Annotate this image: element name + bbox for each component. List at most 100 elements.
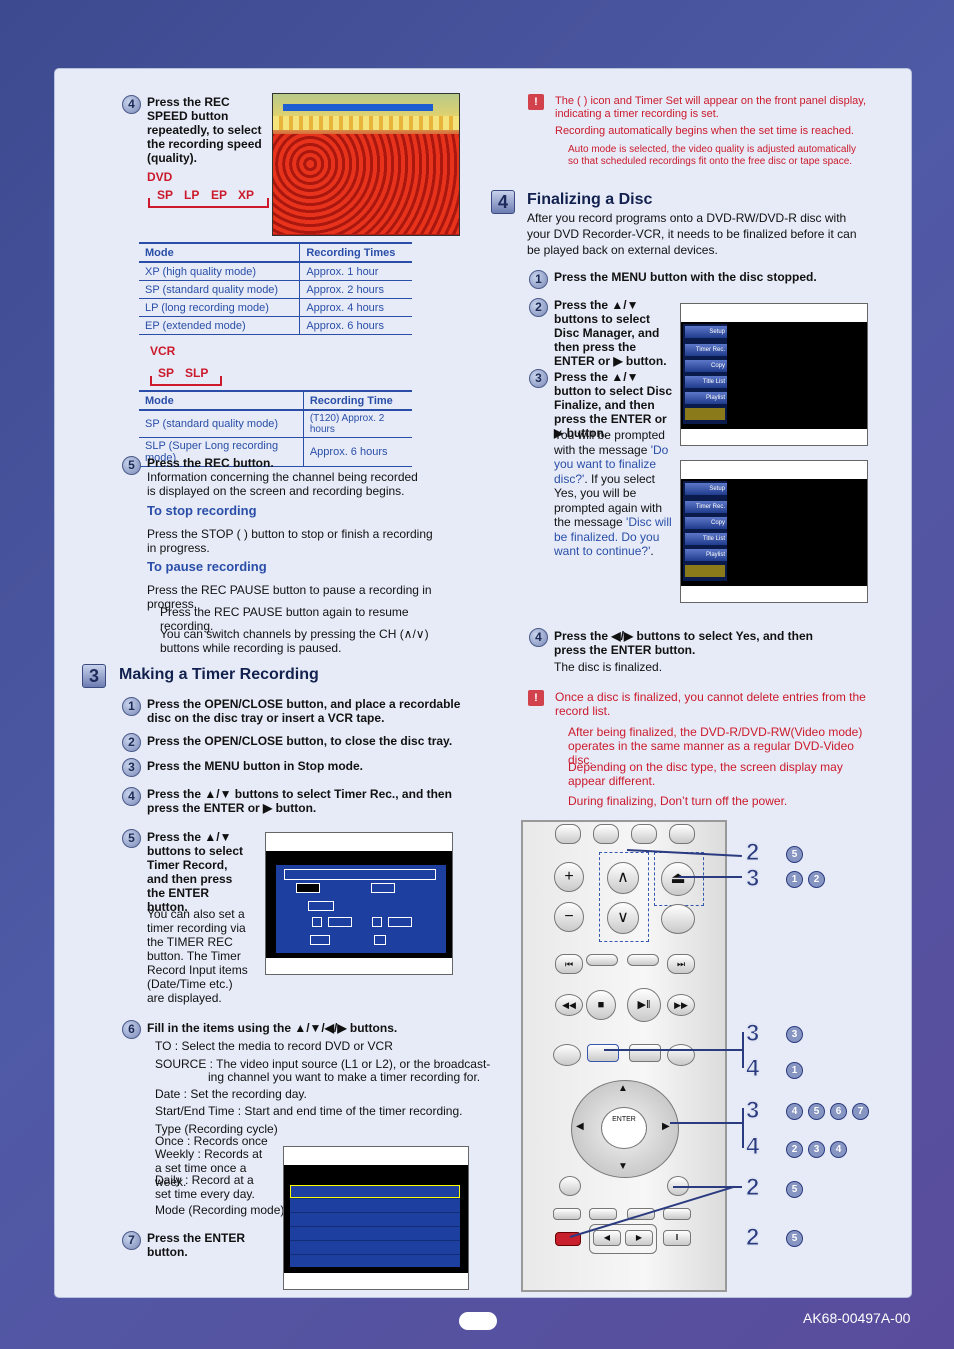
note-timer-icon: The ( ) icon and Timer Set will appear o… [555, 95, 867, 120]
step-number: 1 [122, 697, 141, 716]
finalize-intro: After you record programs onto a DVD-RW/… [527, 211, 857, 257]
callout-step: 4 [786, 1103, 803, 1120]
timer-item-mode: Mode (Recording mode) [155, 1203, 285, 1217]
timer-step-5-body: You can also set a timer recording via t… [147, 907, 248, 1005]
screen-header [284, 1147, 468, 1165]
callout-step: 5 [808, 1103, 825, 1120]
step-number: 5 [122, 456, 141, 475]
remote-button [629, 1044, 661, 1062]
tulip-field-image [272, 93, 460, 236]
form-field [374, 935, 386, 945]
callout-step: 5 [786, 1230, 803, 1247]
table-row: XP (high quality mode)Approx. 1 hour [139, 262, 412, 281]
timer-form [276, 865, 446, 953]
dvd-mode-sp: SP [157, 188, 174, 202]
callout-step: 5 [786, 846, 803, 863]
table-header: Recording Times [299, 242, 412, 263]
menu-item: Playlist [685, 549, 727, 561]
timer-item-source: SOURCE : The video input source (L1 or L… [155, 1057, 491, 1071]
remote-button [553, 1208, 581, 1220]
finalize-note-1: Once a disc is finalized, you cannot del… [555, 690, 866, 718]
timer-step-3: Press the MENU button in Stop mode. [147, 759, 364, 773]
form-field [310, 935, 330, 945]
channel-down-button: ∨ [607, 902, 639, 934]
remote-button [661, 904, 695, 934]
finalize-note-2: After being finalized, the DVD-R/DVD-RW(… [568, 725, 863, 767]
disc-manager-screen-1: Setup Timer Rec. Copy Title List Playlis… [680, 303, 868, 446]
callout-section: 4 [745, 1055, 760, 1083]
callout-section: 3 [745, 1020, 760, 1048]
fast-forward-button: ▶▶ [667, 994, 695, 1016]
note-auto-mode: Auto mode is selected, the video quality… [568, 144, 856, 167]
form-field [388, 917, 412, 927]
table-header: Recording Time [303, 390, 412, 411]
step-number: 5 [122, 829, 141, 848]
callout-step: 6 [830, 1103, 847, 1120]
step-number: 4 [122, 95, 141, 114]
screen-header [681, 304, 867, 322]
menu-item: Playlist [685, 392, 727, 404]
callout-step: 2 [786, 1141, 803, 1158]
selected-row [290, 1185, 460, 1198]
section-number: 4 [491, 190, 515, 214]
remote-button [669, 824, 695, 844]
callout-section: 2 [745, 1224, 760, 1252]
timer-type-daily: Daily : Record at a set time every day. [155, 1173, 255, 1201]
note-icon: ! [528, 94, 544, 110]
callout-step: 3 [808, 1141, 825, 1158]
pause-line-2: Press the REC PAUSE button again to resu… [160, 605, 409, 633]
menu-sidebar: Setup Timer Rec. Copy Title List Playlis… [683, 481, 727, 581]
dvd-mode-lp: LP [184, 188, 200, 202]
pause-heading: To pause recording [147, 559, 267, 574]
timer-step-2: Press the OPEN/CLOSE button, to close th… [147, 734, 453, 748]
timer-step-4: Press the ▲/▼ buttons to select Timer Re… [147, 787, 452, 815]
document-code: AK68-00497A-00 [803, 1310, 911, 1326]
timer-record-screen [265, 832, 453, 975]
play-pause-button: ▶‖ [627, 988, 661, 1022]
callout-step: 2 [808, 871, 825, 888]
disc-manager-item [685, 408, 725, 420]
timer-item-time: Start/End Time : Start and end time of t… [155, 1104, 463, 1118]
step-number: 4 [529, 628, 548, 647]
table-header: Mode [139, 242, 301, 263]
table-row: LP (long recording mode)Approx. 4 hours [139, 298, 412, 317]
step-number: 2 [529, 298, 548, 317]
remote-button [627, 954, 659, 966]
remote-button [663, 1208, 691, 1220]
callout-step: 1 [786, 1062, 803, 1079]
callout-section: 2 [745, 839, 760, 867]
stop-button: ■ [586, 990, 616, 1020]
menu-item: Setup [685, 326, 727, 338]
callout-step: 5 [786, 1181, 803, 1198]
open-close-button: ⏏ [661, 862, 695, 896]
callout-section: 4 [745, 1133, 760, 1161]
callout-line [742, 1032, 744, 1068]
table-row: SLP (Super Long recording mode)Approx. 6… [139, 437, 412, 467]
step-number: 6 [122, 1020, 141, 1039]
timer-step-6-title: Fill in the items using the ▲/▼/◀/▶ butt… [147, 1021, 398, 1035]
timer-step-7: Press the ENTER button. [147, 1231, 246, 1259]
enter-button: ENTER [601, 1107, 647, 1149]
step-number: 7 [122, 1231, 141, 1250]
callout-line [673, 1186, 742, 1188]
timer-step-1: Press the OPEN/CLOSE button, and place a… [147, 697, 461, 725]
remote-control-illustration: + − ∧ ∨ ⏏ ⏮ ⏭ ◀◀ ■ ▶‖ ▶▶ ▲ ▼ ◀ ▶ ENTER ◀… [521, 820, 727, 1292]
callout-section: 3 [745, 865, 760, 893]
vcr-mode-slp: SLP [185, 366, 209, 380]
finalize-heading: Finalizing a Disc [527, 191, 653, 208]
screen-footer [681, 586, 867, 602]
timer-list [290, 1185, 460, 1267]
vcr-label: VCR [150, 344, 176, 358]
screen-footer [284, 1273, 468, 1289]
timer-list-screen [283, 1146, 469, 1290]
page-number-badge [459, 1312, 497, 1330]
rewind-button: ◀◀ [555, 994, 583, 1016]
timer-type-weekly: Weekly : Records at a set time once a we… [155, 1147, 263, 1189]
form-field [372, 917, 382, 927]
volume-down-button: − [554, 902, 584, 932]
rec-speed-instruction: Press the REC SPEED button repeatedly, t… [147, 95, 262, 165]
menu-item: Copy [685, 517, 727, 529]
volume-up-button: + [554, 862, 584, 892]
